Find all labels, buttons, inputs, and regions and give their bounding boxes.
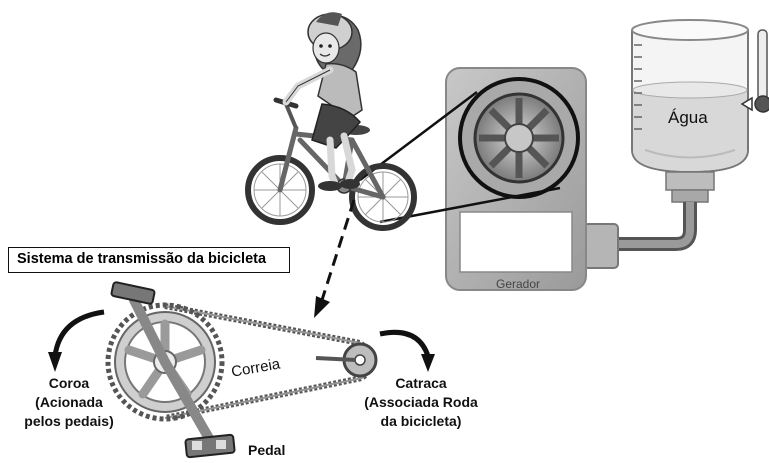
crown-label-line-1: Coroa (48, 375, 90, 391)
generator-label: Gerador (496, 277, 541, 291)
water-tank (631, 19, 749, 203)
ratchet-label-line-3: da bicicleta) (380, 413, 462, 429)
crown-label-line-3: pelos pedais) (24, 413, 114, 429)
water-label: Água (668, 108, 708, 127)
pedal-label: Pedal (248, 442, 286, 458)
transmission-system (48, 281, 435, 459)
crown-label-line-2: (Acionada (35, 394, 103, 410)
rider (282, 12, 363, 191)
ratchet-rotation-arrow (379, 329, 431, 357)
ratchet-label-line-1: Catraca (395, 375, 447, 391)
diagram-title: Sistema de transmissão da bicicleta (8, 247, 290, 273)
crown-label: Coroa (Acionada pelos pedais) (4, 374, 134, 431)
ratchet-gear (315, 342, 378, 378)
pedal-icon (110, 281, 236, 459)
water-body (633, 90, 747, 171)
thermometer-icon (740, 29, 769, 113)
generator (445, 67, 587, 291)
ratchet-label: Catraca (Associada Roda da bicicleta) (346, 374, 496, 431)
callout-arrow (314, 199, 356, 318)
crown-rotation-arrow (52, 309, 105, 357)
ratchet-label-line-2: (Associada Roda (364, 394, 478, 410)
